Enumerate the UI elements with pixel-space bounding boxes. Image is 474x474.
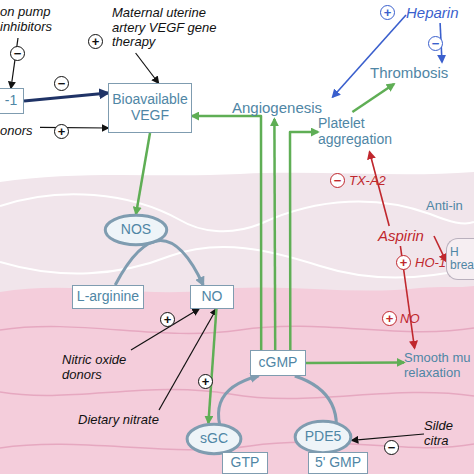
arrow-connector xyxy=(370,152,390,226)
node-text: Platelet aggregation xyxy=(318,116,404,147)
enzyme-ellipse: NOS xyxy=(104,214,168,246)
outcome-label: Platelet aggregation xyxy=(318,112,404,152)
drug-label: Heparin xyxy=(406,3,468,23)
ellipse-shape xyxy=(187,424,241,453)
smooth-muscle-layer xyxy=(0,286,474,474)
arrow-connector xyxy=(352,84,394,112)
edge-label: NO xyxy=(400,312,420,325)
molecule-box: L-arginine xyxy=(72,285,144,309)
effect-sign: − xyxy=(54,76,69,91)
arrow-connector xyxy=(208,309,216,423)
outcome-label: Thrombosis xyxy=(370,62,466,84)
arrow-connector xyxy=(24,93,108,101)
molecule-box: GTP xyxy=(222,452,268,474)
molecule-box: 5' GMP xyxy=(308,452,368,474)
muscle-fibre xyxy=(0,326,474,333)
node-text: Nitric oxide donors xyxy=(62,353,154,382)
arrow-connector xyxy=(115,241,203,286)
node-text: Angiogenesis xyxy=(232,100,322,117)
node-text: sGC xyxy=(200,431,228,447)
edge-label: TX-A2 xyxy=(349,174,386,187)
arrow-connector xyxy=(273,119,276,350)
node-text: cGMP xyxy=(259,355,298,371)
drug-label: onors xyxy=(0,122,40,140)
effect-sign: + xyxy=(160,312,175,327)
enzyme-ellipse: sGC xyxy=(186,423,242,455)
arrow-connector xyxy=(136,133,150,214)
arrow-connector xyxy=(40,127,108,129)
enzyme-ellipse: PDE5 xyxy=(294,420,352,454)
edge-label: HO-1 xyxy=(415,256,446,269)
ellipse-shape xyxy=(295,421,351,452)
drug-label: Dietary nitrate xyxy=(78,410,186,430)
arrow-connector xyxy=(306,361,404,364)
cell-outline xyxy=(0,247,474,277)
effect-sign: + xyxy=(382,311,397,326)
node-text: Heparin xyxy=(406,5,459,22)
molecule-box: NO xyxy=(190,285,234,309)
node-text: NOS xyxy=(121,222,151,238)
drug-label: Aspirin xyxy=(378,226,434,246)
molecule-box: cGMP xyxy=(250,350,306,376)
effect-sign: − xyxy=(330,173,345,188)
factor-box: -1 xyxy=(0,88,24,114)
ellipse-shape xyxy=(105,215,166,244)
effect-sign: + xyxy=(198,374,213,389)
node-text: PDE5 xyxy=(305,429,342,445)
node-text: Dietary nitrate xyxy=(78,413,159,428)
node-text: Maternal uterine artery VEGF gene therap… xyxy=(112,6,230,50)
node-text: Silde citra xyxy=(424,419,474,448)
arrow-connector xyxy=(136,53,159,83)
muscle-fibre xyxy=(0,389,474,398)
node-text: Thrombosis xyxy=(370,65,448,82)
arrow-connector xyxy=(192,116,261,350)
node-text: H brea xyxy=(450,246,474,273)
drug-label: Silde citra xyxy=(424,416,474,452)
effect-sign: + xyxy=(380,5,395,20)
effect-sign: + xyxy=(54,124,69,139)
endothelium-band xyxy=(0,172,474,300)
effect-sign: + xyxy=(88,34,103,49)
node-text: L-arginine xyxy=(77,289,139,305)
node-text: onors xyxy=(0,124,33,139)
arrow-connector xyxy=(290,132,318,350)
outcome-label: Smooth mu relaxation xyxy=(404,348,474,384)
node-text: 5' GMP xyxy=(315,455,361,471)
therapy-label: Maternal uterine artery VEGF gene therap… xyxy=(112,3,230,53)
arrow-connector xyxy=(333,15,406,97)
effect-sign: − xyxy=(384,440,399,455)
effect-sign: − xyxy=(428,36,443,51)
effect-sign: + xyxy=(396,255,411,270)
arrow-connector xyxy=(159,309,216,410)
node-text: Bioavailable VEGF xyxy=(109,92,191,123)
node-text: Smooth mu relaxation xyxy=(404,351,474,380)
node-text: GTP xyxy=(231,455,260,471)
node-text: -1 xyxy=(5,93,17,109)
node-text: Aspirin xyxy=(378,228,424,245)
node-text: on pump inhibitors xyxy=(0,5,60,34)
cell-box: H brea xyxy=(446,238,474,280)
cell-outline xyxy=(0,194,474,231)
effect-sign: − xyxy=(10,46,25,61)
factor-box: Bioavailable VEGF xyxy=(108,83,192,133)
node-text: NO xyxy=(202,289,223,305)
drug-label: on pump inhibitors xyxy=(0,2,60,38)
cropped-label: Anti-in xyxy=(426,199,463,212)
drug-label: Nitric oxide donors xyxy=(62,350,154,386)
arrow-connector xyxy=(131,309,199,350)
